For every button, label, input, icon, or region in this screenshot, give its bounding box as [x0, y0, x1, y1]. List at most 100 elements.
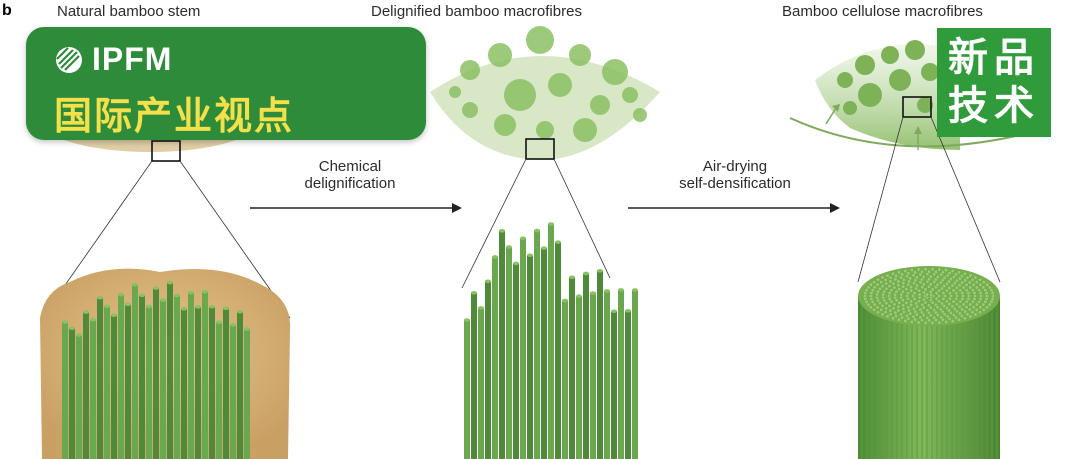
fibre-end	[888, 308, 893, 313]
fibre-end	[906, 305, 911, 310]
fibre-end	[935, 275, 940, 280]
fibre-end	[188, 290, 194, 295]
fibre-end	[923, 320, 928, 325]
fibre-end	[965, 312, 970, 317]
zoom-line-3b	[930, 116, 1001, 283]
fibre-bundle-delignified	[464, 222, 638, 459]
fibre-end	[987, 302, 992, 307]
fibre-end	[897, 317, 902, 322]
fibre-end	[970, 277, 975, 282]
pore-dot	[590, 95, 610, 115]
fibre-rod	[506, 247, 512, 459]
fibre-end	[917, 292, 922, 297]
stage-title-cellulose: Bamboo cellulose macrofibres	[782, 3, 983, 20]
fibre-rod	[223, 308, 229, 459]
fibre-end	[954, 309, 959, 314]
fibre-end	[876, 289, 881, 294]
fibre-end	[914, 312, 919, 317]
fibre-rod	[632, 290, 638, 459]
fibre-end	[880, 312, 885, 317]
fibre-end	[464, 318, 470, 322]
fibre-end	[916, 267, 921, 272]
fibre-end	[981, 307, 986, 312]
fibre-rod	[625, 310, 631, 459]
fibre-end	[604, 289, 610, 293]
fibre-end	[904, 287, 909, 292]
fibre-end	[903, 269, 908, 274]
fibre-end	[978, 305, 983, 310]
fibre-end	[209, 304, 215, 309]
pore-dot	[449, 86, 461, 98]
brand-name: IPFM	[92, 41, 173, 77]
fibre-end	[927, 269, 932, 274]
fibre-end	[884, 286, 889, 291]
stage-title-delignified: Delignified bamboo macrofibres	[371, 3, 582, 20]
fibre-end	[894, 314, 899, 319]
fibre-rod	[527, 255, 533, 459]
fibre-end	[879, 307, 884, 312]
fibre-end	[499, 229, 505, 233]
zoom-line-2b	[553, 158, 611, 279]
fibre-end	[896, 304, 901, 309]
fibre-end	[506, 245, 512, 249]
fibre-rod	[83, 312, 89, 459]
fibre-end	[597, 269, 603, 273]
fibre-end	[625, 309, 631, 313]
fibre-end	[954, 296, 959, 301]
fibre-end	[927, 318, 932, 323]
pore-dot	[548, 73, 572, 97]
fibre-end	[957, 304, 962, 309]
fibre-end	[944, 268, 949, 273]
fibre-end	[897, 270, 902, 275]
fibre-end	[948, 310, 953, 315]
zoom-line-2a	[461, 158, 527, 289]
fibre-end	[941, 291, 946, 296]
fibre-rod	[174, 295, 180, 459]
fibre-end	[921, 282, 926, 287]
fibre-end	[934, 291, 939, 296]
fibre-end	[97, 295, 103, 300]
fibre-end	[160, 298, 166, 302]
fibre-end	[913, 270, 918, 275]
fibre-end	[923, 267, 928, 272]
fibre-end	[569, 275, 575, 280]
fibre-end	[965, 275, 970, 280]
fibre-end	[936, 299, 941, 304]
fibre-end	[952, 306, 957, 311]
fibre-end	[870, 288, 875, 293]
fibre-end	[930, 320, 935, 325]
fibre-end	[915, 304, 920, 309]
fibre-end	[933, 318, 938, 323]
fibre-end	[937, 267, 942, 272]
fibre-end	[513, 261, 519, 266]
tag-line-2: 技术	[948, 83, 1040, 129]
fibre-end	[940, 270, 945, 275]
fibre-end	[947, 302, 952, 307]
fibre-end	[899, 292, 904, 297]
fibre-end	[891, 271, 896, 276]
fibre-end	[985, 305, 990, 310]
fibre-end	[981, 280, 986, 285]
badge-subtitle: 国际产业视点	[54, 94, 295, 138]
pore-dot	[460, 60, 480, 80]
fibre-end	[590, 291, 596, 295]
fibre-end	[914, 275, 919, 280]
fibre-rod	[216, 322, 222, 459]
fibre-end	[944, 319, 949, 324]
fibre-end	[974, 285, 979, 290]
process-arrow-1	[250, 203, 462, 213]
fibre-end	[83, 310, 89, 314]
fibre-end	[153, 286, 159, 290]
fibre-rod	[520, 238, 526, 459]
fibre-rod	[202, 291, 208, 459]
fibre-end	[237, 309, 243, 314]
fibre-end	[958, 299, 963, 304]
fibre-end	[896, 308, 901, 313]
pore-dot	[921, 63, 939, 81]
fibre-rod	[195, 306, 201, 459]
fibre-end	[901, 281, 906, 286]
fibre-end	[884, 281, 889, 286]
fibre-rod	[62, 322, 68, 459]
fibre-end	[909, 319, 914, 324]
